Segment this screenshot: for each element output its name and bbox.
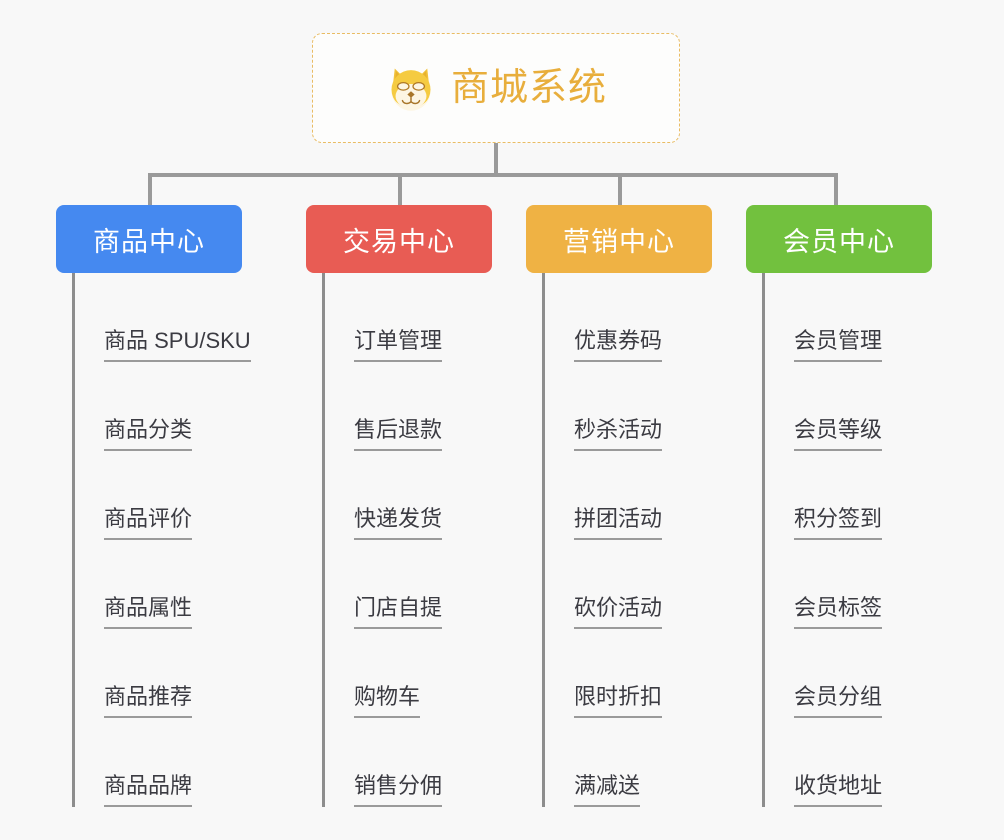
list-item[interactable]: 门店自提 <box>306 540 542 629</box>
list-item[interactable]: 商品分类 <box>56 362 292 451</box>
connector-drop-2 <box>398 173 402 205</box>
list-item[interactable]: 砍价活动 <box>526 540 762 629</box>
leaf-label: 销售分佣 <box>354 773 443 807</box>
list-item[interactable]: 商品属性 <box>56 540 292 629</box>
branch-column-2: 交易中心 订单管理 售后退款 快递发货 门店自提 购物车 销售分佣 <box>306 205 542 807</box>
leaf-label: 秒杀活动 <box>574 417 663 451</box>
leaf-spine-3 <box>542 273 545 807</box>
category-header-2[interactable]: 交易中心 <box>306 205 492 273</box>
leaf-spine-1 <box>72 273 75 807</box>
connector-drop-3 <box>618 173 622 205</box>
leaf-label: 商品分类 <box>104 417 193 451</box>
category-header-1[interactable]: 商品中心 <box>56 205 242 273</box>
leaf-spine-2 <box>322 273 325 807</box>
list-item[interactable]: 商品品牌 <box>56 718 292 807</box>
list-item[interactable]: 快递发货 <box>306 451 542 540</box>
leaf-label: 商品 SPU/SKU <box>104 328 251 362</box>
list-item[interactable]: 秒杀活动 <box>526 362 762 451</box>
leaf-label: 订单管理 <box>354 328 443 362</box>
leaf-label: 会员等级 <box>794 417 883 451</box>
list-item[interactable]: 会员等级 <box>746 362 982 451</box>
branch-column-1: 商品中心 商品 SPU/SKU 商品分类 商品评价 商品属性 商品推荐 商品品牌 <box>56 205 292 807</box>
category-header-3[interactable]: 营销中心 <box>526 205 712 273</box>
leaf-list-4: 会员管理 会员等级 积分签到 会员标签 会员分组 收货地址 <box>746 273 982 807</box>
leaf-label: 售后退款 <box>354 417 443 451</box>
leaf-label: 限时折扣 <box>574 684 663 718</box>
leaf-label: 满减送 <box>574 773 641 807</box>
leaf-label: 优惠券码 <box>574 328 663 362</box>
branch-column-3: 营销中心 优惠券码 秒杀活动 拼团活动 砍价活动 限时折扣 满减送 <box>526 205 762 807</box>
category-header-4[interactable]: 会员中心 <box>746 205 932 273</box>
leaf-label: 购物车 <box>354 684 421 718</box>
list-item[interactable]: 销售分佣 <box>306 718 542 807</box>
leaf-label: 积分签到 <box>794 506 883 540</box>
connector-horizontal-bus <box>148 173 838 177</box>
leaf-label: 会员标签 <box>794 595 883 629</box>
leaf-list-1: 商品 SPU/SKU 商品分类 商品评价 商品属性 商品推荐 商品品牌 <box>56 273 292 807</box>
leaf-label: 会员管理 <box>794 328 883 362</box>
leaf-label: 快递发货 <box>354 506 443 540</box>
connector-root-stem <box>494 143 498 176</box>
connector-drop-4 <box>834 173 838 205</box>
leaf-label: 商品评价 <box>104 506 193 540</box>
root-node[interactable]: 商城系统 <box>312 33 680 143</box>
leaf-label: 拼团活动 <box>574 506 663 540</box>
leaf-list-2: 订单管理 售后退款 快递发货 门店自提 购物车 销售分佣 <box>306 273 542 807</box>
leaf-label: 门店自提 <box>354 595 443 629</box>
list-item[interactable]: 积分签到 <box>746 451 982 540</box>
leaf-spine-4 <box>762 273 765 807</box>
list-item[interactable]: 收货地址 <box>746 718 982 807</box>
leaf-label: 会员分组 <box>794 684 883 718</box>
leaf-label: 商品品牌 <box>104 773 193 807</box>
connector-drop-1 <box>148 173 152 205</box>
root-title: 商城系统 <box>450 67 607 109</box>
list-item[interactable]: 会员管理 <box>746 273 982 362</box>
leaf-label: 商品推荐 <box>104 684 193 718</box>
list-item[interactable]: 商品评价 <box>56 451 292 540</box>
list-item[interactable]: 购物车 <box>306 629 542 718</box>
list-item[interactable]: 限时折扣 <box>526 629 762 718</box>
list-item[interactable]: 商品推荐 <box>56 629 292 718</box>
list-item[interactable]: 订单管理 <box>306 273 542 362</box>
list-item[interactable]: 会员标签 <box>746 540 982 629</box>
list-item[interactable]: 会员分组 <box>746 629 982 718</box>
leaf-label: 收货地址 <box>794 773 883 807</box>
list-item[interactable]: 满减送 <box>526 718 762 807</box>
list-item[interactable]: 优惠券码 <box>526 273 762 362</box>
list-item[interactable]: 售后退款 <box>306 362 542 451</box>
leaf-label: 砍价活动 <box>574 595 663 629</box>
list-item[interactable]: 商品 SPU/SKU <box>56 273 292 362</box>
branch-column-4: 会员中心 会员管理 会员等级 积分签到 会员标签 会员分组 收货地址 <box>746 205 982 807</box>
shiba-inu-icon <box>385 62 437 114</box>
leaf-list-3: 优惠券码 秒杀活动 拼团活动 砍价活动 限时折扣 满减送 <box>526 273 762 807</box>
list-item[interactable]: 拼团活动 <box>526 451 762 540</box>
leaf-label: 商品属性 <box>104 595 193 629</box>
